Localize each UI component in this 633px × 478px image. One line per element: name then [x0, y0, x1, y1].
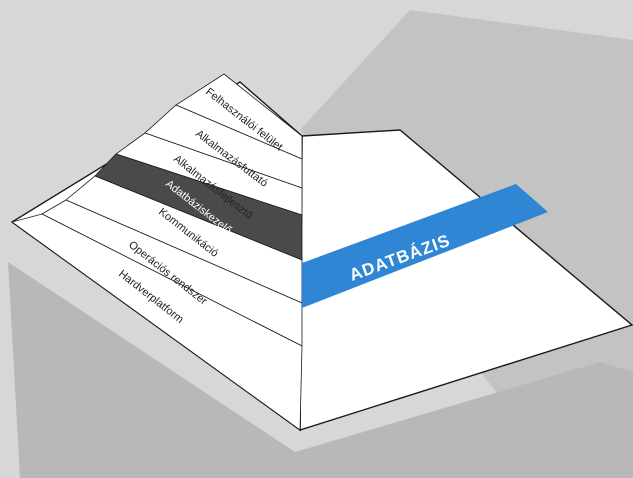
pyramid-shadow	[8, 262, 633, 478]
layer-band-7	[11, 213, 303, 431]
database-band	[302, 184, 548, 308]
